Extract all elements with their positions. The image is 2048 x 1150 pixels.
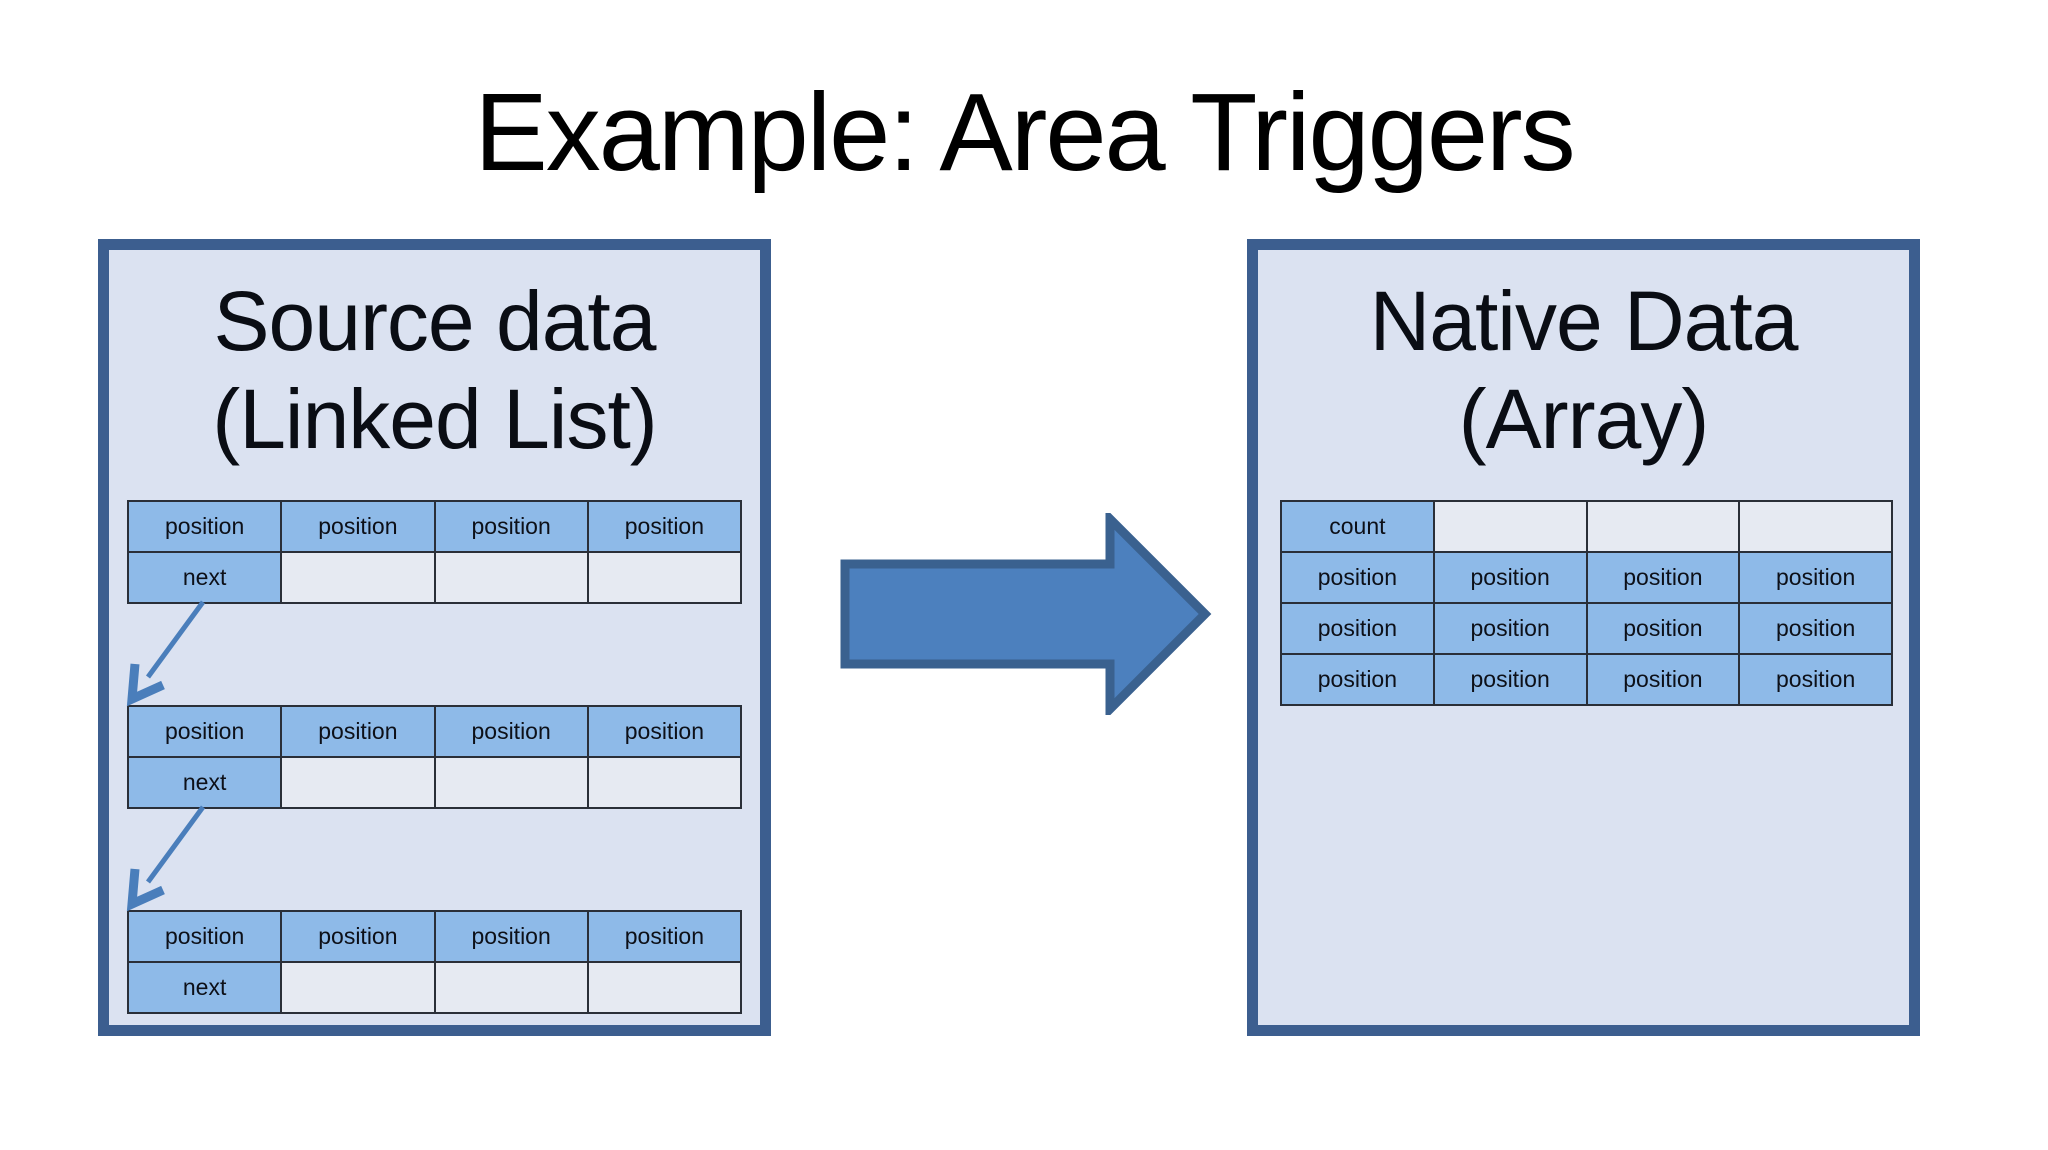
table-cell — [1587, 502, 1741, 553]
table-cell — [1740, 502, 1893, 553]
next-pointer-arrow-1 — [126, 600, 206, 707]
table-cell: position — [1587, 655, 1741, 706]
table-cell: position — [129, 912, 283, 963]
table-cell: position — [282, 707, 436, 758]
source-data-title-line2: (Linked List) — [212, 372, 658, 467]
table-cell: position — [588, 707, 742, 758]
table-cell: position — [1434, 655, 1588, 706]
table-cell: position — [1434, 604, 1588, 655]
table-cell: position — [1587, 604, 1741, 655]
source-data-panel-title: Source data (Linked List) — [109, 250, 760, 469]
table-cell — [282, 758, 436, 809]
table-row: count — [1282, 502, 1893, 553]
table-cell — [588, 758, 742, 809]
table-cell: position — [435, 502, 589, 553]
table-cell — [1434, 502, 1588, 553]
slide-title: Example: Area Triggers — [474, 71, 1575, 194]
native-data-title-line2: (Array) — [1458, 372, 1710, 467]
next-pointer-arrow-2 — [126, 805, 206, 912]
table-cell: position — [282, 502, 436, 553]
table-row: next — [129, 758, 742, 809]
table-cell: position — [1282, 604, 1435, 655]
table-row: next — [129, 553, 742, 604]
table-cell: position — [129, 502, 283, 553]
table-cell: position — [1434, 553, 1588, 604]
table-cell: position — [1282, 553, 1435, 604]
table-cell: position — [588, 502, 742, 553]
table-cell — [282, 963, 436, 1014]
table-cell — [435, 758, 589, 809]
table-cell — [588, 553, 742, 604]
table-cell — [435, 963, 589, 1014]
table-cell: next — [129, 963, 283, 1014]
table-cell: position — [1740, 655, 1893, 706]
table-cell: position — [435, 912, 589, 963]
table-cell: position — [1740, 553, 1893, 604]
table-cell — [282, 553, 436, 604]
table-cell: position — [588, 912, 742, 963]
table-cell: position — [282, 912, 436, 963]
table-cell — [588, 963, 742, 1014]
table-cell: count — [1282, 502, 1435, 553]
native-data-title-line1: Native Data — [1369, 274, 1799, 368]
table-cell: position — [1587, 553, 1741, 604]
transform-right-arrow-icon — [840, 513, 1212, 715]
native-data-panel-title: Native Data (Array) — [1258, 250, 1909, 469]
table-cell — [435, 553, 589, 604]
source-data-title-line1: Source data — [213, 274, 657, 368]
table-cell: position — [129, 707, 283, 758]
table-cell: next — [129, 758, 283, 809]
table-cell: position — [1740, 604, 1893, 655]
table-cell: next — [129, 553, 283, 604]
table-cell: position — [435, 707, 589, 758]
table-row: next — [129, 963, 742, 1014]
table-cell: position — [1282, 655, 1435, 706]
